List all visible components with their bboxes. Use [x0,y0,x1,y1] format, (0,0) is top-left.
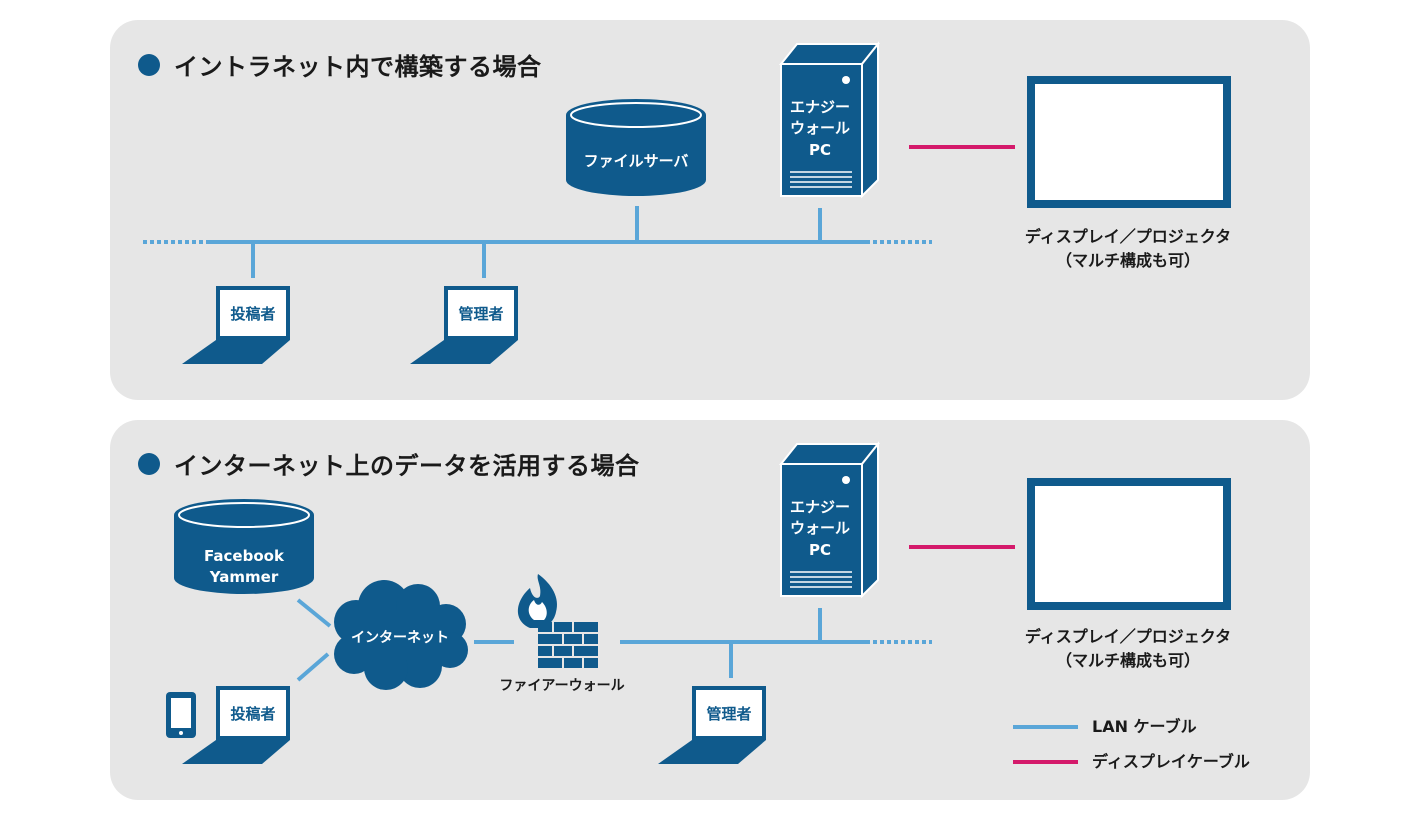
pc-label-line3: PC [809,541,831,559]
intranet-heading: イントラネット内で構築する場合 [138,47,542,82]
legend: LAN ケーブル ディスプレイケーブル [1013,717,1250,771]
energy-wall-pc-tower: エナジー ウォール PC [778,441,881,599]
pc-label-line2: ウォール [790,519,850,537]
firewall-icon [517,574,598,668]
display-monitor-icon [1027,76,1231,208]
poster-laptop-icon: 投稿者 [182,686,290,764]
pc-label-line2: ウォール [790,119,850,137]
poster-laptop-icon: 投稿者 [182,286,290,364]
internet-label: インターネット [351,630,449,646]
display-monitor-icon [1027,478,1231,610]
cloud-db-label-line2: Yammer [209,568,279,586]
intranet-title: イントラネット内で構築する場合 [174,53,542,81]
internet-lan-network [296,598,932,682]
file-server-icon: ファイルサーバ [566,99,706,196]
admin-label: 管理者 [706,705,751,723]
display-label-line2: （マルチ構成も可） [1056,651,1200,670]
pc-label-line3: PC [809,141,831,159]
internet-cloud-icon: インターネット [334,580,468,690]
legend-display-label: ディスプレイケーブル [1092,752,1250,771]
energy-wall-pc-tower: エナジー ウォール PC [778,41,881,199]
bullet-icon [138,53,160,76]
internet-heading: インターネット上のデータを活用する場合 [138,446,640,481]
display-label-line1: ディスプレイ／プロジェクタ [1025,627,1231,646]
cloud-db-label-line1: Facebook [204,547,285,565]
poster-label: 投稿者 [230,705,275,723]
tablet-icon [166,692,196,738]
poster-label: 投稿者 [230,305,275,323]
display-label-line1: ディスプレイ／プロジェクタ [1025,227,1231,246]
file-server-label: ファイルサーバ [584,152,689,170]
firewall-label: ファイアーウォール [499,678,624,694]
bullet-icon [138,452,160,475]
intranet-lan-network [143,206,932,278]
display-label-line2: （マルチ構成も可） [1056,251,1200,270]
pc-label-line1: エナジー [790,498,850,516]
pc-label-line1: エナジー [790,98,850,116]
cloud-database-icon: Facebook Yammer [174,499,314,594]
admin-laptop-icon: 管理者 [658,686,766,764]
internet-title: インターネット上のデータを活用する場合 [174,452,640,480]
legend-lan-label: LAN ケーブル [1092,717,1197,736]
admin-label: 管理者 [458,305,503,323]
admin-laptop-icon: 管理者 [410,286,518,364]
